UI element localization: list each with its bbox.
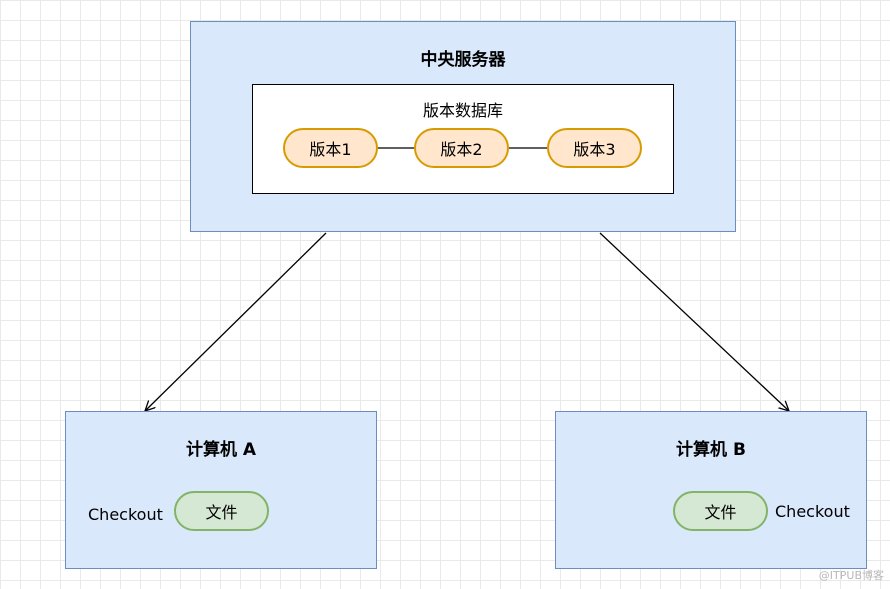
computer-b-box: 计算机 B bbox=[555, 411, 867, 569]
watermark-text: @ITPUB博客 bbox=[818, 569, 884, 582]
computer-a-file-node: 文件 bbox=[174, 491, 269, 531]
computer-b-file-node: 文件 bbox=[673, 491, 768, 531]
computer-a-box: 计算机 A bbox=[65, 411, 377, 569]
computer-b-title: 计算机 B bbox=[676, 440, 746, 460]
version-node-1: 版本1 bbox=[283, 128, 378, 168]
version-database-title: 版本数据库 bbox=[422, 101, 503, 120]
version-node-3: 版本3 bbox=[547, 128, 642, 168]
central-server-title: 中央服务器 bbox=[420, 50, 506, 70]
computer-b-checkout-label: Checkout bbox=[775, 502, 850, 521]
version-node-2: 版本2 bbox=[414, 128, 509, 168]
arrow-server-to-computer-b bbox=[599, 232, 789, 411]
computer-a-checkout-label: Checkout bbox=[88, 505, 163, 524]
arrow-server-to-computer-a bbox=[145, 232, 327, 411]
computer-a-title: 计算机 A bbox=[185, 440, 257, 460]
